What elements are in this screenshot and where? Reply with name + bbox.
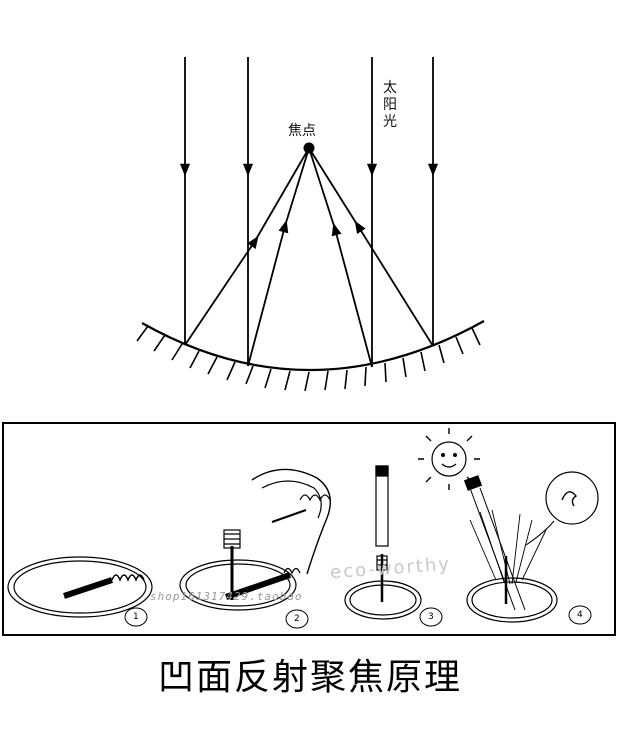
- step-1-illustration: [7, 556, 153, 618]
- step-1-badge: [124, 607, 148, 627]
- step-3-badge: [419, 607, 443, 627]
- step-1-number: 1: [133, 612, 139, 622]
- step-3-number: 3: [428, 612, 434, 622]
- step-2-number: 2: [294, 614, 300, 624]
- step-2-illustration: [179, 468, 331, 611]
- step-2-badge: [285, 609, 309, 629]
- sun-icon: [431, 441, 467, 477]
- incident-rays: [179, 57, 439, 367]
- mirror-hatching: [136, 325, 481, 392]
- reflected-rays: [184, 147, 434, 368]
- focus-point: [303, 142, 315, 154]
- shop-watermark: shop161317429.taobao: [150, 590, 303, 603]
- step-4-illustration: [418, 428, 599, 623]
- sunlight-label: 太阳光: [383, 80, 397, 130]
- step-3-illustration: [344, 465, 422, 620]
- step-badges: [124, 605, 592, 629]
- step-4-badge: [568, 605, 592, 625]
- concave-mirror-arc: [141, 320, 485, 372]
- instruction-panel: [2, 422, 616, 636]
- diagram-title: 凹面反射聚焦原理: [157, 657, 462, 698]
- focus-label: 焦点: [288, 123, 316, 139]
- step-4-number: 4: [577, 610, 583, 620]
